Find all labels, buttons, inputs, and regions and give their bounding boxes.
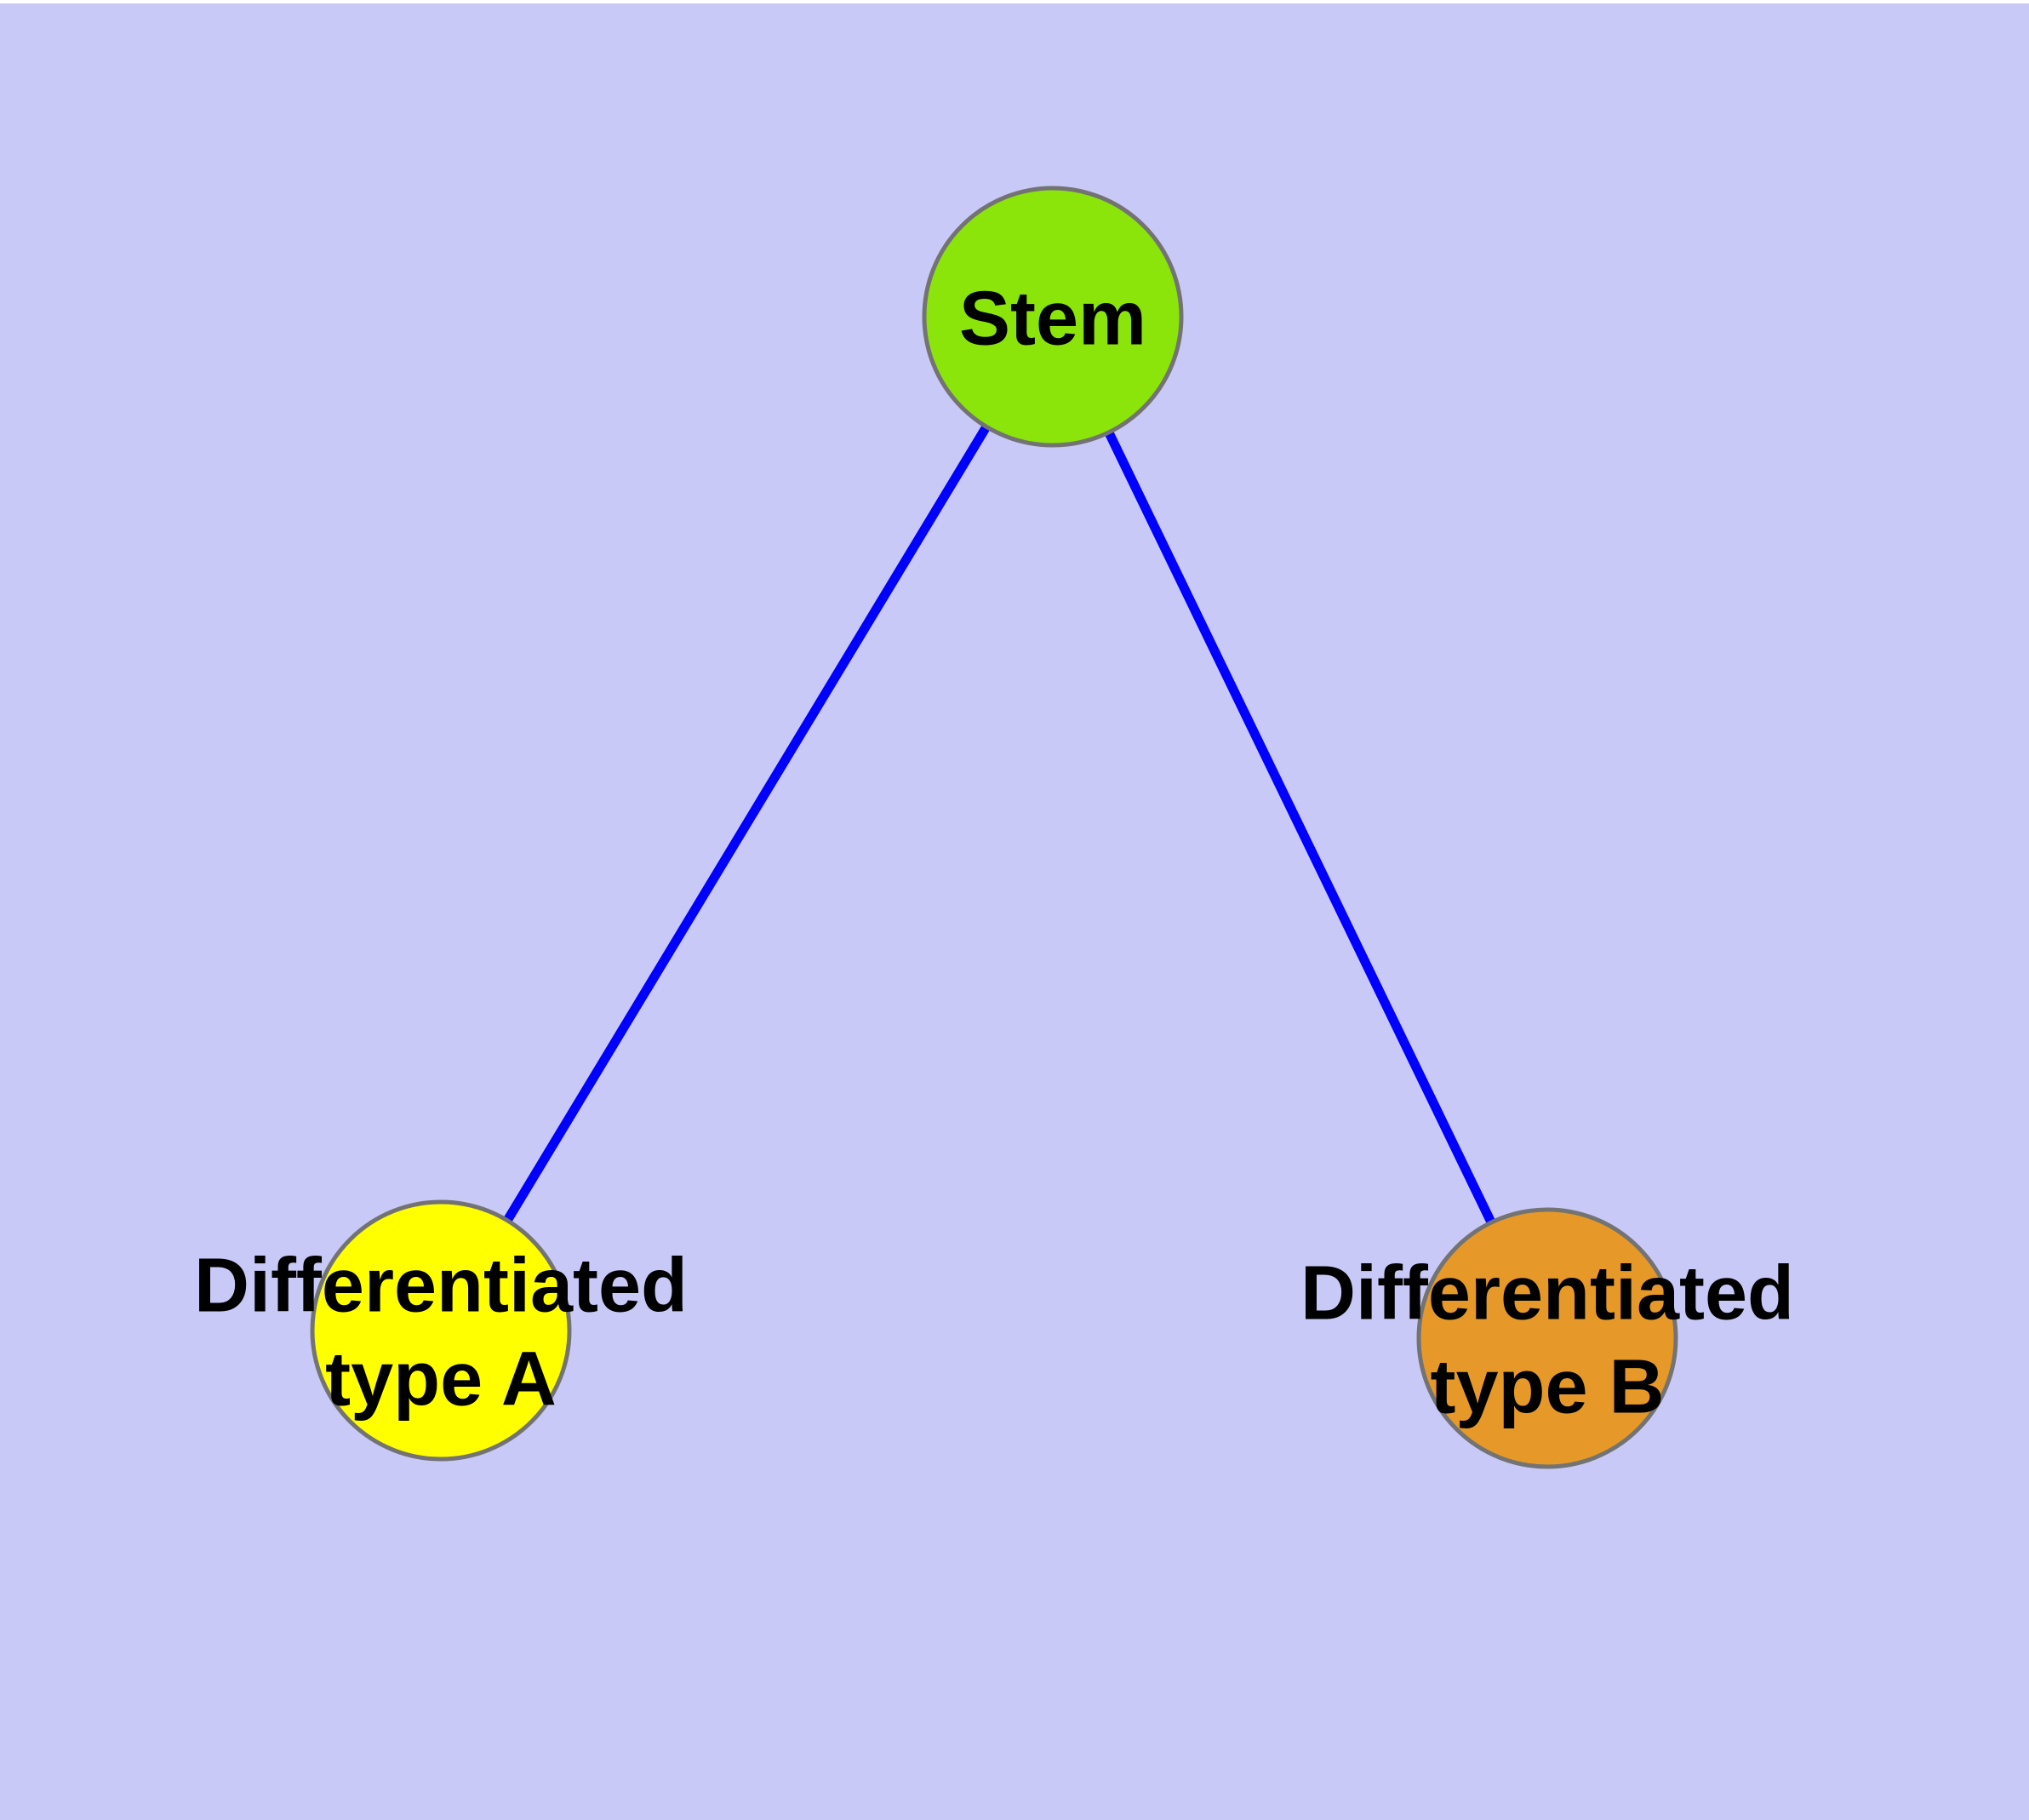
node-diff-a	[310, 1199, 572, 1462]
node-label-line: Differentiated	[1300, 1251, 1794, 1336]
node-stem	[922, 186, 1184, 448]
edge-stem-diff-a	[437, 314, 1057, 1333]
node-label-stem: Stem	[959, 276, 1146, 361]
edge-stem-diff-b	[1049, 314, 1552, 1341]
node-diff-b	[1416, 1207, 1678, 1469]
node-label-line: Differentiated	[194, 1243, 688, 1328]
node-label-line: type A	[325, 1336, 557, 1422]
node-label-line: type B	[1430, 1344, 1664, 1429]
node-label-line: Stem	[959, 276, 1146, 361]
